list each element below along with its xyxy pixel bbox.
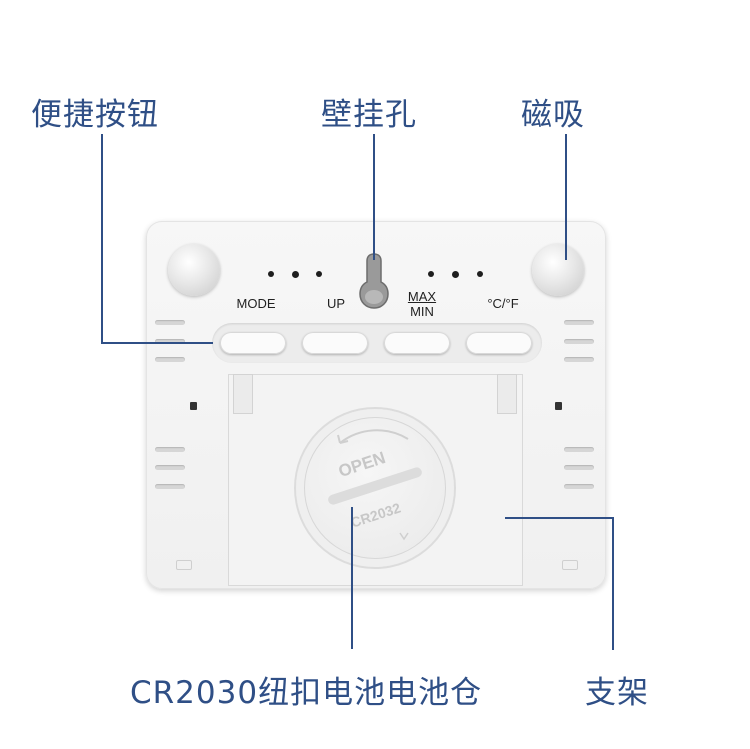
vent-slot (564, 465, 594, 470)
stand-hinge-right (497, 374, 517, 414)
callout-line-magnet (565, 134, 567, 260)
label-battery-compartment: CR2030纽扣电池电池仓 (130, 675, 483, 711)
unit-button[interactable] (466, 332, 532, 354)
vent-slot (155, 320, 185, 325)
callout-line-stand (612, 517, 614, 650)
mode-button[interactable] (220, 332, 286, 354)
vent-slot (155, 484, 185, 489)
key-label-mode: MODE (236, 296, 276, 311)
wall-hanger-keyhole-icon (359, 253, 389, 309)
callout-line-stand (505, 517, 613, 519)
foot-right (562, 560, 578, 570)
indicator-dot (477, 271, 483, 277)
key-label-max: MAX (407, 289, 437, 304)
foot-left (176, 560, 192, 570)
callout-line-battery (351, 507, 353, 649)
vent-slot (564, 339, 594, 344)
label-wall-hole: 壁挂孔 (321, 97, 417, 133)
key-label-unit: °C/°F (487, 296, 519, 311)
stand-hinge-left (233, 374, 253, 414)
sensor-hole-left (190, 402, 197, 410)
indicator-dot (268, 271, 274, 277)
label-stand: 支架 (585, 675, 649, 711)
vent-slot (155, 447, 185, 452)
vent-slot (155, 465, 185, 470)
open-arrow-icon (328, 429, 422, 541)
vent-slot (564, 447, 594, 452)
callout-line-wall-hole (373, 134, 375, 260)
indicator-dot (292, 271, 299, 278)
sensor-hole-right (555, 402, 562, 410)
vent-slot (564, 320, 594, 325)
indicator-dot (316, 271, 322, 277)
label-convenient-buttons: 便捷按钮 (31, 97, 159, 133)
indicator-dot (428, 271, 434, 277)
vent-slot (564, 484, 594, 489)
vent-slot (564, 357, 594, 362)
magnet-right (532, 244, 584, 296)
vent-slot (155, 357, 185, 362)
max-min-button[interactable] (384, 332, 450, 354)
vent-slot (155, 339, 185, 344)
key-label-min: MIN (410, 304, 434, 319)
indicator-dot (452, 271, 459, 278)
up-button[interactable] (302, 332, 368, 354)
callout-line-buttons (101, 134, 103, 344)
magnet-left (168, 244, 220, 296)
callout-line-buttons (101, 342, 213, 344)
label-magnet: 磁吸 (521, 97, 585, 133)
battery-cover[interactable]: OPEN CR2032 (296, 409, 454, 567)
key-label-up: UP (326, 296, 346, 311)
